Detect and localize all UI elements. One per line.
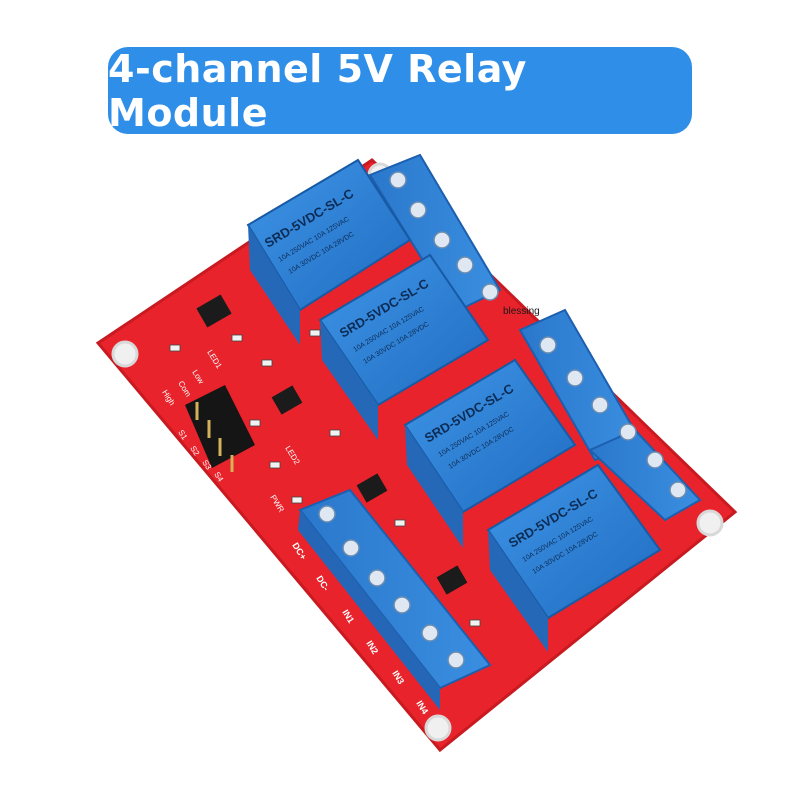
jumper-header bbox=[185, 385, 255, 472]
relay-4: SRD-5VDC-SL-C 10A 250VAC 10A 125VAC 10A … bbox=[486, 463, 662, 652]
relay-3: SRD-5VDC-SL-C 10A 250VAC 10A 125VAC 10A … bbox=[403, 358, 577, 548]
banner-title: 4-channel 5V Relay Module bbox=[108, 46, 527, 135]
input-terminal-block bbox=[298, 488, 492, 710]
mounting-holes bbox=[111, 162, 724, 742]
smd-components bbox=[169, 294, 481, 627]
watermark: blessing bbox=[503, 306, 540, 317]
output-terminals bbox=[368, 153, 702, 522]
title-banner: 4-channel 5V Relay Module bbox=[108, 46, 692, 135]
relay-1: SRD-5VDC-SL-C 10A 250VAC 10A 125VAC 10A … bbox=[246, 158, 412, 345]
